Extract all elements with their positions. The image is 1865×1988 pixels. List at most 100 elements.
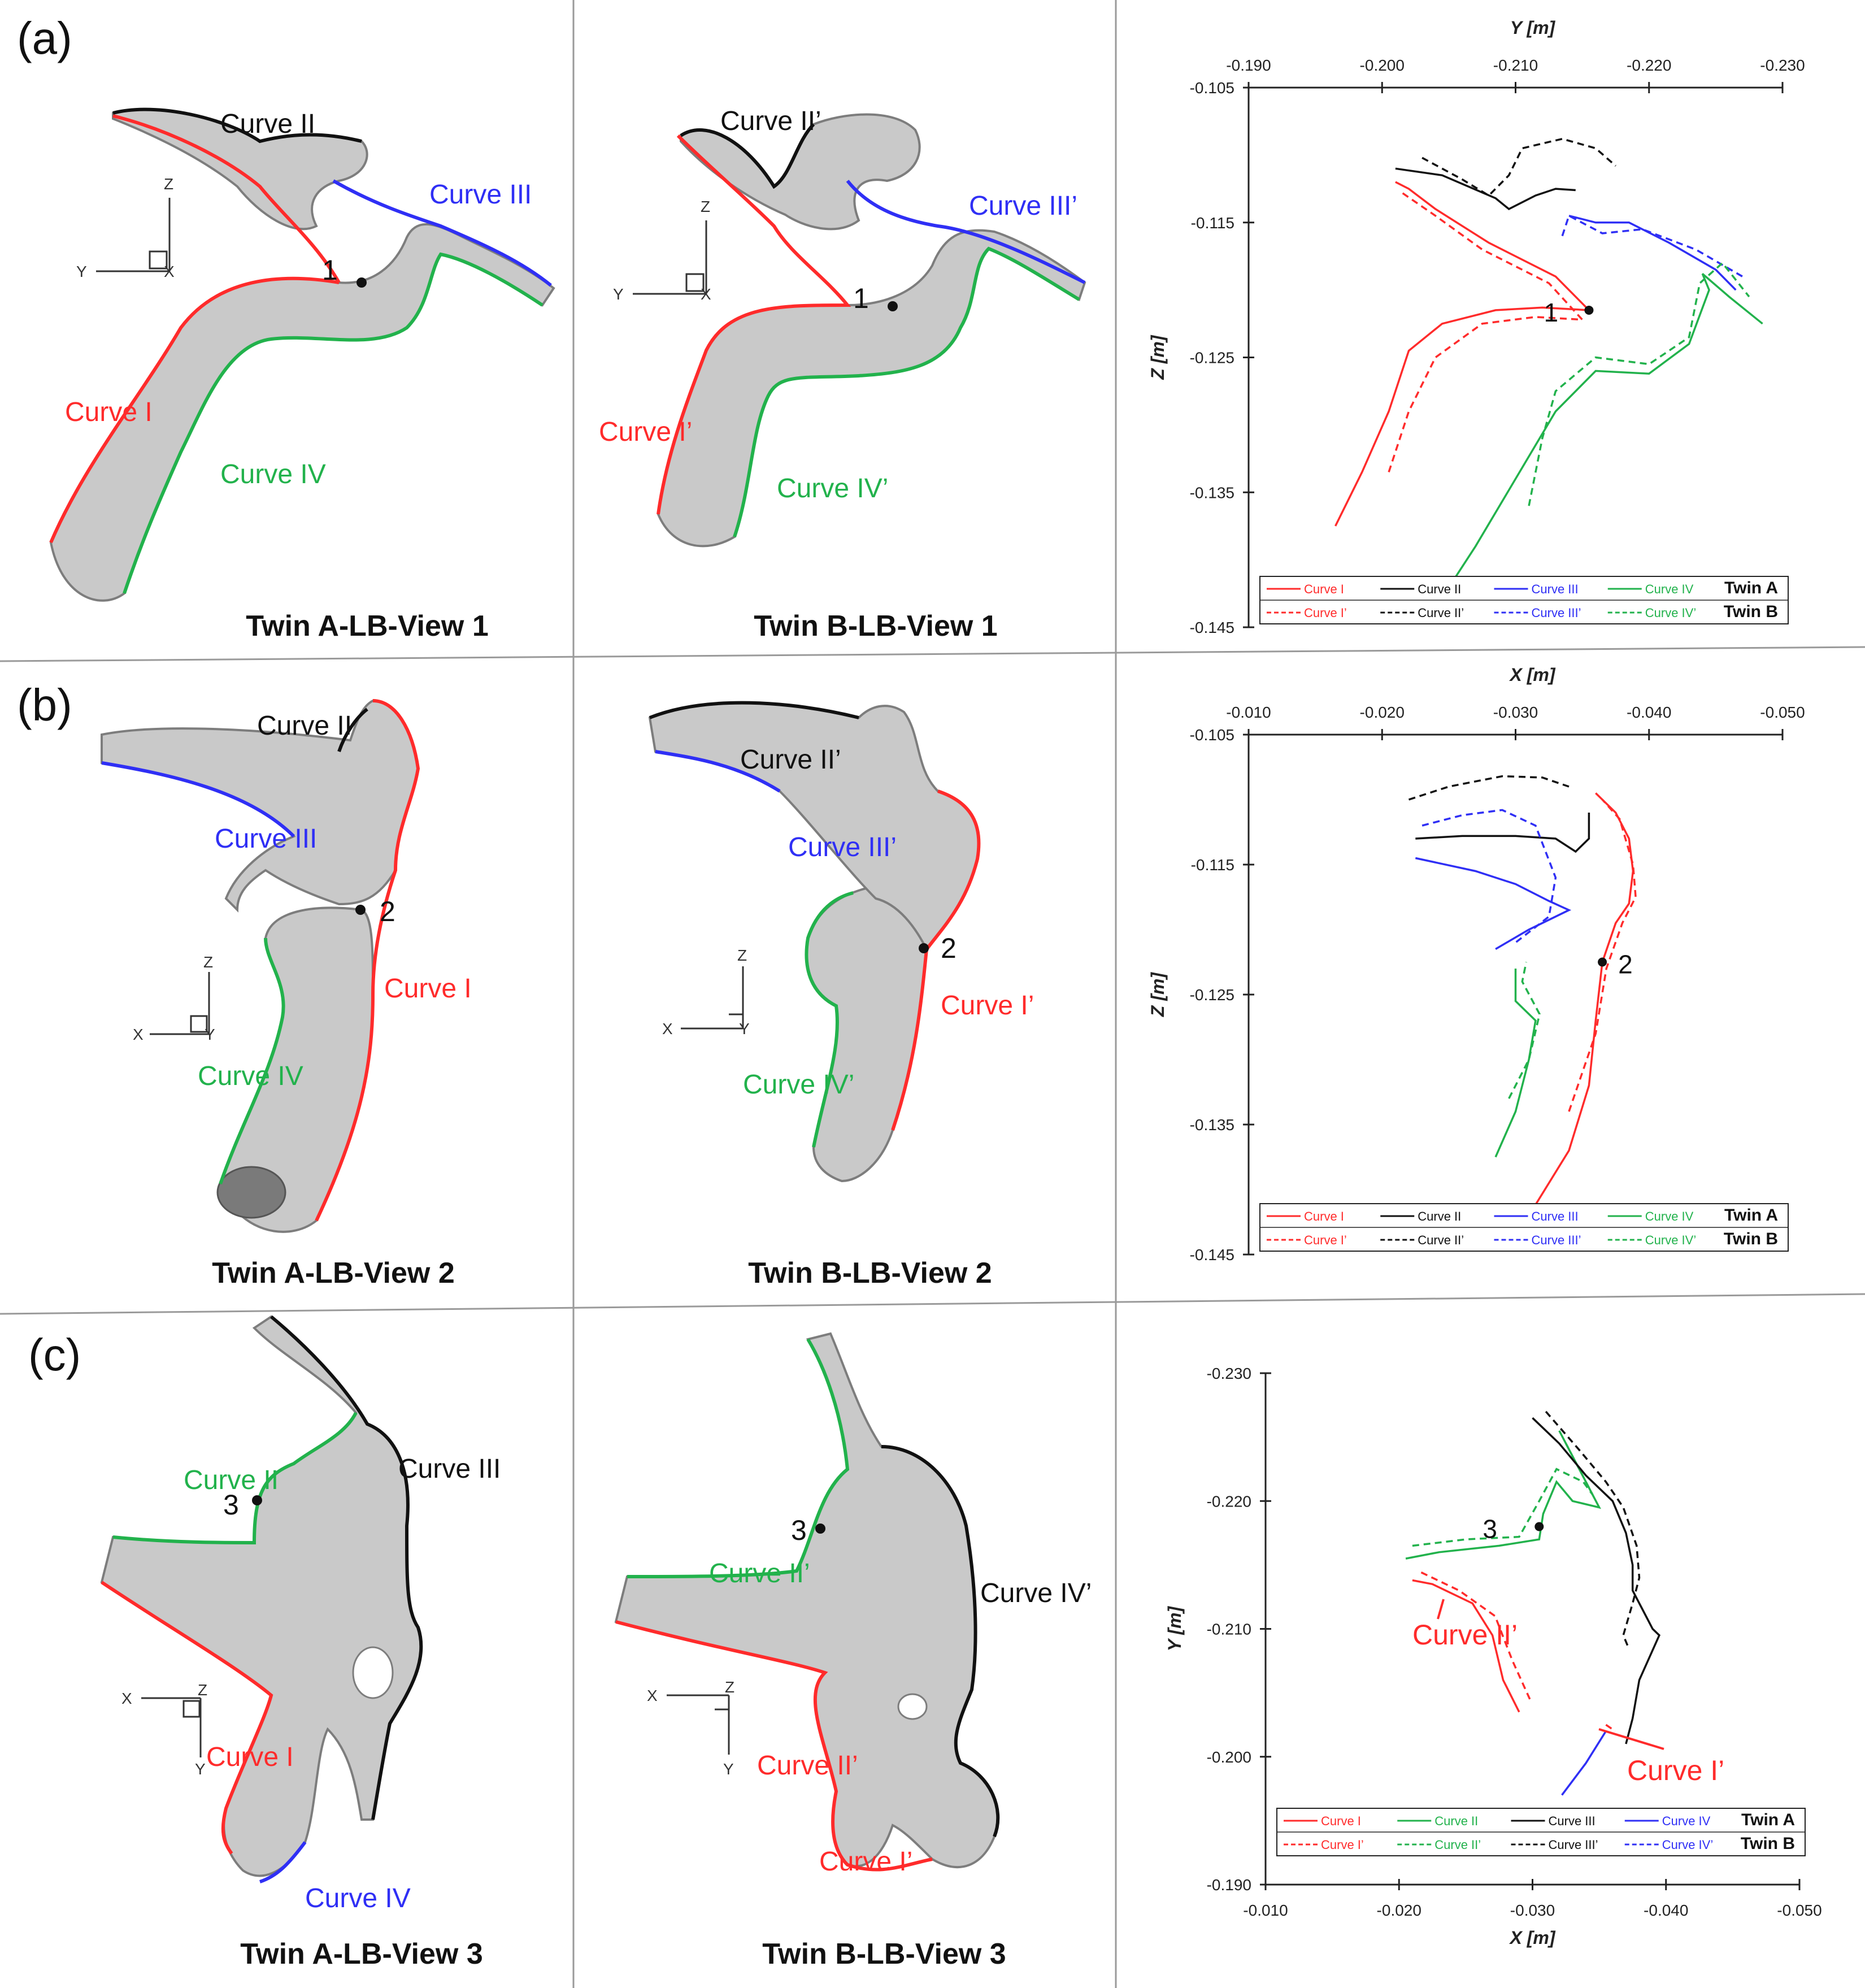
series-line-black-dashed bbox=[1421, 137, 1616, 197]
series-line-green-solid bbox=[1405, 1430, 1601, 1560]
legend-entry: Curve IV’ bbox=[1645, 606, 1696, 620]
y-tick-label: -0.135 bbox=[1190, 1116, 1234, 1134]
vessel-upper-branch bbox=[648, 701, 980, 952]
axis-letter-2: X bbox=[647, 1687, 658, 1704]
axis-triad-a-mid bbox=[633, 220, 707, 295]
vessel-body bbox=[100, 1315, 423, 1877]
axis-letter-3: Z bbox=[198, 1681, 207, 1699]
series-line-green-solid bbox=[1441, 273, 1763, 598]
series-line-black-solid bbox=[1415, 813, 1590, 853]
series-line-red-dashed bbox=[1418, 1570, 1531, 1700]
point-2-label: 2 bbox=[941, 932, 957, 964]
row-label-c: (c) bbox=[28, 1330, 81, 1380]
panel-caption-twin-a-view-3: Twin A-LB-View 3 bbox=[240, 1938, 483, 1970]
axis-triad-c-mid bbox=[667, 1694, 730, 1755]
vessel-label-curve-ii: Curve II bbox=[257, 711, 352, 741]
curve-iii-edge bbox=[332, 179, 552, 287]
legend-entry: Curve I’ bbox=[1304, 1233, 1347, 1247]
vessel-label-curve-ii-prime: Curve II’ bbox=[720, 106, 821, 136]
legend-entry: Curve II’ bbox=[1434, 1838, 1481, 1852]
x-axis-title: X [m] bbox=[1509, 665, 1556, 685]
x-axis-title: Y [m] bbox=[1510, 18, 1556, 38]
vessel-render-twin-a-view-3 bbox=[100, 1315, 423, 1883]
curve-iii-edge bbox=[846, 180, 1086, 284]
series-line-green-dashed bbox=[1412, 1443, 1594, 1547]
annotation-leader bbox=[1437, 1599, 1445, 1620]
vessel-label-curve-iii: Curve III bbox=[398, 1454, 501, 1484]
x-tick-label: -0.050 bbox=[1777, 1902, 1821, 1919]
legend-entry: Curve III’ bbox=[1549, 1838, 1598, 1852]
vessel-label-curve-ii: Curve II bbox=[184, 1465, 279, 1495]
axis-letter-1: Y bbox=[723, 1760, 734, 1778]
legend-twin-label: Twin B bbox=[1741, 1834, 1795, 1853]
vessel-loop bbox=[352, 1646, 394, 1699]
legend-entry: Curve III’ bbox=[1532, 1233, 1581, 1247]
vessel-label-curve-i: Curve I bbox=[206, 1742, 294, 1772]
axis-letter-1: Z bbox=[737, 947, 747, 964]
axis-letter-1: Z bbox=[203, 953, 213, 971]
curve-i-edge bbox=[49, 114, 341, 544]
vessel-label-curve-i-prime: Curve I’ bbox=[819, 1847, 912, 1877]
point-3-marker bbox=[815, 1523, 825, 1534]
panel-caption-twin-a-view-2: Twin A-LB-View 2 bbox=[212, 1257, 455, 1290]
y-tick-label: -0.105 bbox=[1190, 79, 1234, 97]
series-line-green-dashed bbox=[1528, 261, 1750, 506]
axis-letter-2: Y bbox=[76, 263, 87, 280]
x-tick-label: -0.010 bbox=[1226, 704, 1271, 721]
point-1-marker bbox=[888, 301, 898, 311]
vessel-label-curve-i-prime: Curve I’ bbox=[599, 417, 692, 447]
x-tick-label: -0.230 bbox=[1760, 57, 1805, 74]
panel-caption-twin-b-view-1: Twin B-LB-View 1 bbox=[754, 610, 997, 643]
legend-entry: Curve I bbox=[1304, 1209, 1344, 1223]
axis-letter-3: X bbox=[701, 285, 711, 303]
series-line-black-solid bbox=[1395, 167, 1576, 210]
legend-entry: Curve IV bbox=[1645, 1209, 1694, 1223]
point-1-marker bbox=[357, 277, 367, 288]
legend-entry: Curve IV bbox=[1645, 582, 1694, 596]
vessel-label-curve-iv: Curve IV bbox=[198, 1061, 303, 1091]
vessel-label-curve-iv: Curve IV bbox=[220, 459, 326, 489]
legend-twin-label: Twin A bbox=[1741, 1811, 1795, 1829]
point-label: 1 bbox=[1544, 298, 1558, 327]
vessel-label-curve-iii-prime: Curve III’ bbox=[969, 191, 1077, 221]
vessel-render-twin-b-view-1 bbox=[657, 113, 1086, 548]
axis-letter-3: Y bbox=[205, 1026, 215, 1043]
x-tick-label: -0.210 bbox=[1493, 57, 1538, 74]
x-tick-label: -0.030 bbox=[1510, 1902, 1555, 1919]
point-2-marker bbox=[355, 905, 366, 915]
point-3-label: 3 bbox=[223, 1489, 239, 1521]
point-3-marker bbox=[252, 1495, 262, 1505]
vessel-label-curve-i: Curve I bbox=[384, 974, 472, 1004]
point-2-marker bbox=[919, 943, 929, 953]
x-tick-label: -0.040 bbox=[1627, 704, 1671, 721]
vessel-label-curve-iv-prime: Curve IV’ bbox=[980, 1578, 1092, 1608]
curve-i-prime-edge bbox=[615, 1620, 933, 1872]
curve-i-edge bbox=[657, 134, 851, 515]
legend-entry: Curve II bbox=[1418, 1209, 1461, 1223]
series-line-blue-dashed bbox=[1561, 214, 1743, 277]
x-tick-label: -0.020 bbox=[1377, 1902, 1421, 1919]
y-axis-title: Z [m] bbox=[1147, 972, 1168, 1018]
point-3-label: 3 bbox=[791, 1514, 807, 1546]
legend-entry: Curve I bbox=[1321, 1814, 1361, 1828]
axis-letter-1: Z bbox=[164, 175, 173, 193]
series-line-green-solid bbox=[1494, 969, 1537, 1158]
legend-entry: Curve IV’ bbox=[1645, 1233, 1696, 1247]
legend-entry: Curve III bbox=[1549, 1814, 1596, 1828]
y-tick-label: -0.115 bbox=[1191, 856, 1234, 874]
curve-ii-edge bbox=[649, 701, 859, 719]
vessel-label-curve-iii: Curve III bbox=[215, 824, 317, 854]
series-line-red-solid bbox=[1528, 792, 1634, 1216]
vessel-render-twin-a-view-2 bbox=[101, 699, 420, 1233]
series-line-blue-solid bbox=[1561, 1730, 1607, 1796]
x-tick-label: -0.040 bbox=[1644, 1902, 1688, 1919]
legend-entry: Curve II bbox=[1418, 582, 1461, 596]
point-1-label: 1 bbox=[853, 283, 869, 314]
curve-ii-edge bbox=[337, 707, 368, 752]
chart-annotation: Curve II’ bbox=[1412, 1619, 1518, 1651]
x-tick-label: -0.020 bbox=[1360, 704, 1405, 721]
axis-letter-3: X bbox=[164, 263, 175, 280]
legend-twin-label: Twin A bbox=[1724, 1206, 1778, 1225]
series-line-red-solid bbox=[1412, 1579, 1520, 1713]
